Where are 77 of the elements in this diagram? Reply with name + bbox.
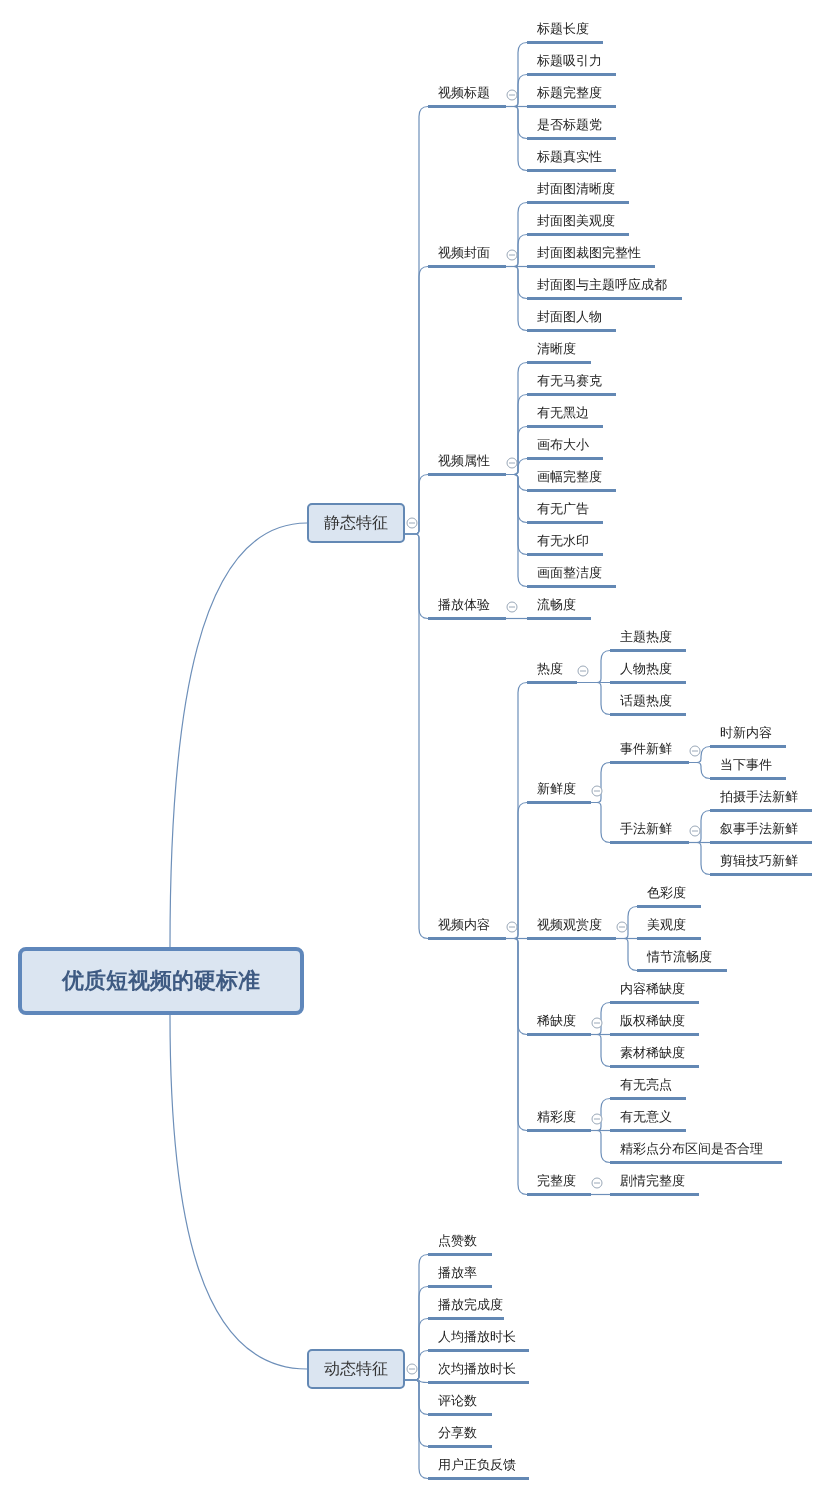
subtopic-label: 用户正负反馈 <box>428 1454 529 1480</box>
branch-line <box>590 1129 611 1164</box>
subtopic-label: 画布大小 <box>527 434 603 460</box>
subtopic-label: 完整度 <box>527 1170 591 1196</box>
subtopic-label: 播放完成度 <box>428 1294 504 1320</box>
branch-line <box>590 1193 611 1196</box>
subtopic-label: 叙事手法新鲜 <box>710 818 812 844</box>
subtopic-label: 次均播放时长 <box>428 1358 529 1384</box>
subtopic-label: 有无水印 <box>527 530 603 556</box>
subtopic-label: 有无意义 <box>610 1106 686 1132</box>
branch-line <box>505 937 528 1196</box>
subtopic-label: 视频标题 <box>428 82 506 108</box>
subtopic-label: 有无亮点 <box>610 1074 686 1100</box>
branch-line <box>576 681 611 716</box>
subtopic-label: 标题完整度 <box>527 82 616 108</box>
subtopic-label: 是否标题党 <box>527 114 616 140</box>
branch-line <box>505 265 528 332</box>
subtopic-label: 有无马赛克 <box>527 370 616 396</box>
branch-line <box>688 841 711 876</box>
subtopic-label: 情节流畅度 <box>637 946 727 972</box>
subtopic-label: 稀缺度 <box>527 1010 591 1036</box>
subtopic-label: 版权稀缺度 <box>610 1010 699 1036</box>
branch-line <box>169 522 308 948</box>
subtopic-label: 素材稀缺度 <box>610 1042 699 1068</box>
branch-line <box>169 1014 308 1370</box>
subtopic-label: 分享数 <box>428 1422 492 1448</box>
main-topic-box: 动态特征 <box>307 1349 405 1389</box>
subtopic-label: 标题真实性 <box>527 146 616 172</box>
subtopic-label: 封面图清晰度 <box>527 178 629 204</box>
subtopic-label: 画面整洁度 <box>527 562 616 588</box>
branch-line <box>505 617 528 620</box>
subtopic-label: 视频封面 <box>428 242 506 268</box>
subtopic-label: 精彩度 <box>527 1106 591 1132</box>
subtopic-label: 标题长度 <box>527 18 603 44</box>
subtopic-label: 有无广告 <box>527 498 603 524</box>
subtopic-label: 拍摄手法新鲜 <box>710 786 812 812</box>
subtopic-label: 人物热度 <box>610 658 686 684</box>
main-topic-box: 静态特征 <box>307 503 405 543</box>
branch-line <box>590 1033 611 1068</box>
branch-line <box>590 801 611 844</box>
subtopic-label: 话题热度 <box>610 690 686 716</box>
subtopic-label: 事件新鲜 <box>610 738 689 764</box>
subtopic-label: 清晰度 <box>527 338 591 364</box>
subtopic-label: 当下事件 <box>710 754 786 780</box>
subtopic-label: 视频内容 <box>428 914 506 940</box>
subtopic-label: 点赞数 <box>428 1230 492 1256</box>
branch-line <box>615 937 638 972</box>
subtopic-label: 视频属性 <box>428 450 506 476</box>
subtopic-label: 封面图人物 <box>527 306 616 332</box>
subtopic-label: 美观度 <box>637 914 701 940</box>
central-topic-box: 优质短视频的硬标准 <box>18 947 304 1015</box>
subtopic-label: 视频观赏度 <box>527 914 616 940</box>
subtopic-label: 精彩点分布区间是否合理 <box>610 1138 782 1164</box>
subtopic-label: 手法新鲜 <box>610 818 689 844</box>
subtopic-label: 热度 <box>527 658 577 684</box>
subtopic-label: 有无黑边 <box>527 402 603 428</box>
subtopic-label: 色彩度 <box>637 882 701 908</box>
subtopic-label: 剧情完整度 <box>610 1170 699 1196</box>
subtopic-label: 流畅度 <box>527 594 591 620</box>
subtopic-label: 封面图裁图完整性 <box>527 242 655 268</box>
subtopic-label: 封面图与主题呼应成都 <box>527 274 682 300</box>
branch-line <box>688 761 711 780</box>
subtopic-label: 新鲜度 <box>527 778 591 804</box>
subtopic-label: 评论数 <box>428 1390 492 1416</box>
subtopic-label: 时新内容 <box>710 722 786 748</box>
subtopic-label: 内容稀缺度 <box>610 978 699 1004</box>
subtopic-label: 剪辑技巧新鲜 <box>710 850 812 876</box>
subtopic-label: 画幅完整度 <box>527 466 616 492</box>
branch-line <box>505 105 528 172</box>
subtopic-label: 播放体验 <box>428 594 506 620</box>
subtopic-label: 主题热度 <box>610 626 686 652</box>
branch-line <box>404 1379 429 1480</box>
subtopic-label: 标题吸引力 <box>527 50 616 76</box>
subtopic-label: 播放率 <box>428 1262 492 1288</box>
subtopic-label: 封面图美观度 <box>527 210 629 236</box>
subtopic-label: 人均播放时长 <box>428 1326 529 1352</box>
branch-line <box>505 473 528 588</box>
